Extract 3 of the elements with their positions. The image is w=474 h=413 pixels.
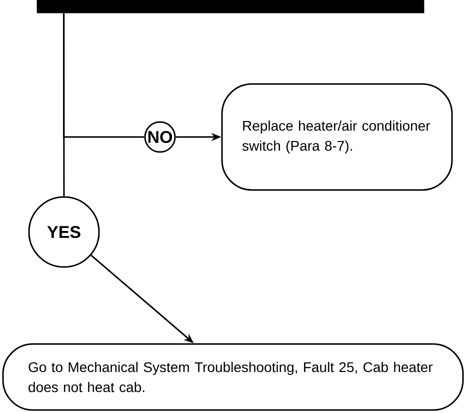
flow-bar <box>36 0 424 14</box>
step-box: Replace heater/air conditioner switch (Para 8-7). <box>221 83 453 191</box>
step-box: Go to Mechanical System Troubleshooting, Fault 25, Cab heater does not heat cab. <box>2 343 464 411</box>
